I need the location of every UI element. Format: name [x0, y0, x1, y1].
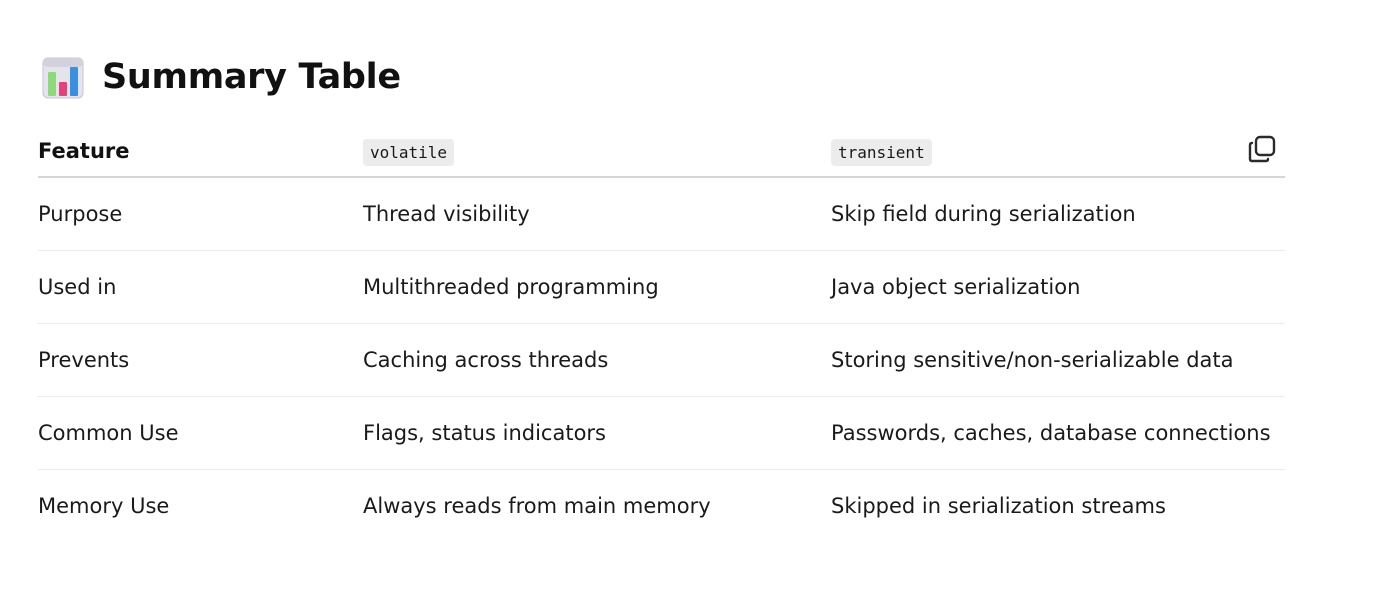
table-cell: Thread visibility — [363, 177, 831, 251]
table-row: Common Use Flags, status indicators Pass… — [38, 396, 1285, 470]
table-cell: Prevents — [38, 323, 363, 397]
copy-button[interactable] — [1245, 132, 1279, 166]
table-cell: Storing sensitive/non-serializable data — [831, 323, 1285, 397]
table-cell: Caching across threads — [363, 323, 831, 397]
summary-table: Feature volatile transient Purpose Threa… — [38, 126, 1285, 542]
page-title: Summary Table — [102, 57, 401, 97]
header-transient: transient — [831, 126, 1285, 178]
summary-table-container: Feature volatile transient Purpose Threa… — [38, 126, 1285, 542]
table-cell: Skip field during serialization — [831, 177, 1285, 251]
table-cell: Skipped in serialization streams — [831, 494, 1166, 518]
header-feature: Feature — [38, 126, 363, 178]
table-cell: Common Use — [38, 396, 363, 470]
table-cell: Memory Use — [38, 494, 170, 518]
table-cell: Passwords, caches, database connections — [831, 396, 1285, 470]
table-cell: Purpose — [38, 177, 363, 251]
table-cell: Used in — [38, 250, 363, 324]
table-cell: Multithreaded programming — [363, 250, 831, 324]
table-cell: Java object serialization — [831, 250, 1285, 324]
table-cell: Flags, status indicators — [363, 396, 831, 470]
table-header-row: Feature volatile transient — [38, 126, 1285, 178]
table-cell: Always reads from main memory — [363, 494, 711, 518]
copy-icon — [1248, 135, 1276, 163]
header-volatile: volatile — [363, 126, 831, 178]
table-row: Memory Use Always reads from main memory… — [38, 470, 1285, 543]
table-row: Prevents Caching across threads Storing … — [38, 323, 1285, 397]
bar-chart-icon — [42, 57, 84, 99]
code-volatile: volatile — [363, 139, 455, 166]
table-row: Purpose Thread visibility Skip field dur… — [38, 177, 1285, 251]
page-heading: Summary Table — [42, 52, 401, 102]
table-row: Used in Multithreaded programming Java o… — [38, 250, 1285, 324]
code-transient: transient — [831, 139, 932, 166]
